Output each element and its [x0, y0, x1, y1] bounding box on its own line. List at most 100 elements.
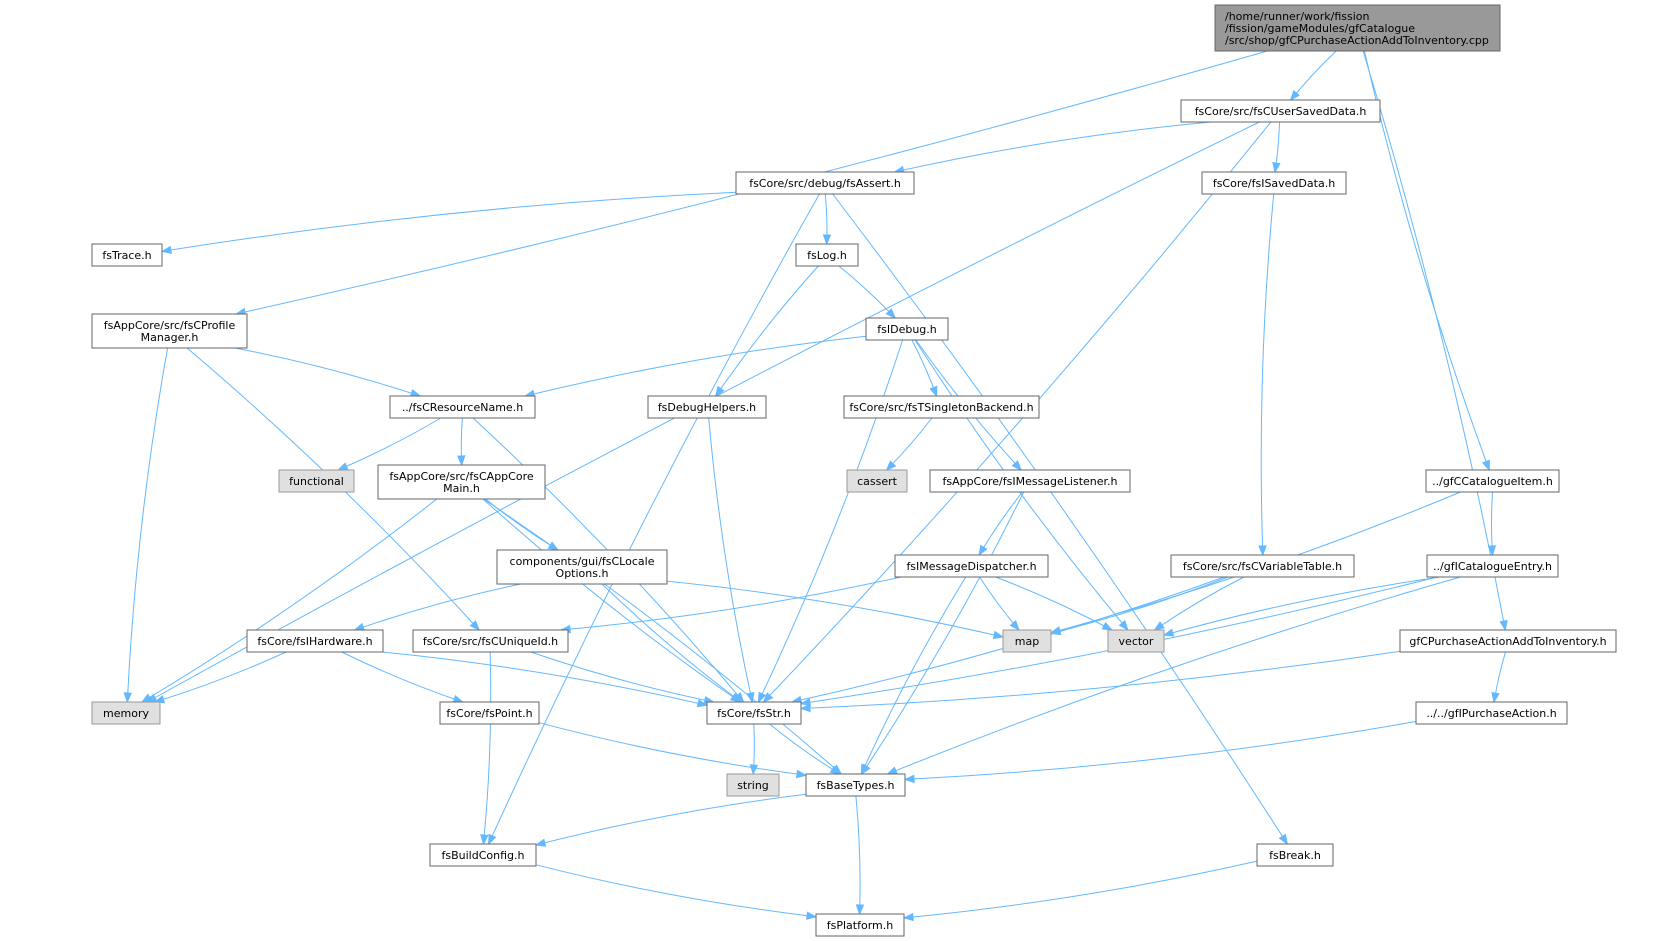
edge-log-to-idebug — [838, 265, 896, 319]
arrowhead-isaveddata-to-variabletable — [1258, 545, 1267, 557]
node-catalogueitem[interactable]: ../gfCCatalogueItem.h — [1425, 469, 1560, 493]
node-basetypes[interactable]: fsBaseTypes.h — [805, 773, 906, 797]
node-trace[interactable]: fsTrace.h — [91, 243, 163, 267]
edge-root-to-purchaseactionh — [1362, 50, 1506, 631]
arrowhead-purchaseactionh-to-ipurchaseaction — [1491, 691, 1500, 704]
node-idebug[interactable]: fsIDebug.h — [865, 317, 949, 341]
arrowhead-idebug-to-imessagelistener — [1011, 460, 1023, 472]
edge-singletonbackend-to-cassert — [886, 417, 933, 471]
node-label-catalogueitem: ../gfCCatalogueItem.h — [1432, 475, 1553, 488]
arrowhead-localeoptions-to-str — [730, 692, 743, 703]
edge-icatalogueentry-to-basetypes — [887, 576, 1461, 775]
node-log[interactable]: fsLog.h — [795, 243, 859, 267]
node-box-break — [1256, 843, 1334, 867]
arrowhead-profilemanager-to-uniqueid — [469, 620, 481, 632]
node-label-localeoptions: Options.h — [556, 567, 609, 580]
node-str[interactable]: fsCore/fsStr.h — [706, 701, 802, 725]
edge-imessagedispatcher-to-uniqueid — [560, 576, 902, 631]
node-label-assert: fsCore/src/debug/fsAssert.h — [749, 177, 901, 190]
edge-uniqueid-to-buildconfig — [482, 651, 492, 845]
node-assert[interactable]: fsCore/src/debug/fsAssert.h — [735, 171, 915, 195]
node-label-basetypes: fsBaseTypes.h — [817, 779, 895, 792]
edge-idebug-to-str — [757, 339, 904, 703]
node-box-uniqueid — [412, 629, 569, 653]
node-box-map — [1002, 629, 1052, 653]
arrowhead-basetypes-to-buildconfig — [534, 838, 547, 847]
node-vector: vector — [1107, 629, 1165, 653]
arrowhead-break-to-platform — [902, 912, 914, 922]
arrowhead-localeoptions-to-ihardware — [353, 622, 366, 631]
node-label-trace: fsTrace.h — [102, 249, 151, 262]
node-box-trace — [91, 243, 163, 267]
arrowhead-singletonbackend-to-cassert — [885, 460, 897, 471]
node-root[interactable]: /home/runner/work/fission/fission/gameMo… — [1214, 4, 1501, 52]
arrowhead-str-to-string — [749, 764, 759, 776]
node-usersaveddata[interactable]: fsCore/src/fsCUserSavedData.h — [1180, 99, 1381, 123]
edge-ipurchaseaction-to-basetypes — [904, 721, 1417, 780]
node-box-variabletable — [1170, 554, 1355, 578]
edge-idebug-to-resourcename — [525, 335, 867, 397]
node-label-functional: functional — [289, 475, 344, 488]
node-debughelpers[interactable]: fsDebugHelpers.h — [647, 395, 767, 419]
arrowhead-imessagelistener-to-imessagedispatcher — [978, 544, 988, 557]
arrowhead-ihardware-to-str — [696, 699, 709, 708]
edge-assert-to-buildconfig — [488, 193, 820, 845]
node-break[interactable]: fsBreak.h — [1256, 843, 1334, 867]
node-imessagedispatcher[interactable]: fsIMessageDispatcher.h — [894, 554, 1049, 578]
node-label-purchaseactionh: gfCPurchaseActionAddToInventory.h — [1409, 635, 1606, 648]
node-label-root: /src/shop/gfCPurchaseActionAddToInventor… — [1225, 34, 1489, 47]
edge-assert-to-break — [832, 193, 1288, 845]
node-label-appcoremain: fsAppCore/src/fsCAppCore — [389, 470, 533, 483]
node-icatalogueentry[interactable]: ../gfICatalogueEntry.h — [1426, 554, 1559, 578]
node-isaveddata[interactable]: fsCore/fsISavedData.h — [1201, 171, 1347, 195]
arrowhead-purchaseactionh-to-str — [799, 703, 811, 713]
node-label-vector: vector — [1119, 635, 1154, 648]
node-ipurchaseaction[interactable]: ../../gfIPurchaseAction.h — [1415, 701, 1568, 725]
node-label-imessagelistener: fsAppCore/fsIMessageListener.h — [942, 475, 1117, 488]
arrowhead-str-to-basetypes — [829, 765, 842, 775]
node-box-localeoptions — [496, 549, 668, 585]
arrowhead-localeoptions-to-map — [992, 630, 1005, 640]
node-variabletable[interactable]: fsCore/src/fsCVariableTable.h — [1170, 554, 1355, 578]
edge-imessagelistener-to-imessagedispatcher — [978, 491, 1023, 556]
edge-icatalogueentry-to-vector — [1163, 576, 1441, 636]
node-point[interactable]: fsCore/fsPoint.h — [439, 701, 540, 725]
node-purchaseactionh[interactable]: gfCPurchaseActionAddToInventory.h — [1399, 629, 1617, 653]
node-box-root — [1214, 4, 1501, 52]
edge-variabletable-to-vector — [1154, 576, 1245, 631]
node-box-assert — [735, 171, 915, 195]
node-imessagelistener[interactable]: fsAppCore/fsIMessageListener.h — [929, 469, 1131, 493]
node-ihardware[interactable]: fsCore/fsIHardware.h — [246, 629, 384, 653]
node-box-singletonbackend — [843, 395, 1040, 419]
node-buildconfig[interactable]: fsBuildConfig.h — [429, 843, 537, 867]
arrowhead-icatalogueentry-to-basetypes — [886, 766, 898, 775]
arrowhead-point-to-basetypes — [796, 769, 808, 779]
node-resourcename[interactable]: ../fsCResourceName.h — [389, 395, 536, 419]
arrowhead-buildconfig-to-platform — [806, 911, 818, 920]
arrowhead-catalogueitem-to-icatalogueentry — [1487, 545, 1497, 557]
nodes-layer: /home/runner/work/fission/fission/gameMo… — [91, 4, 1617, 937]
node-uniqueid[interactable]: fsCore/src/fsCUniqueId.h — [412, 629, 569, 653]
node-label-profilemanager: Manager.h — [141, 331, 199, 344]
node-label-str: fsCore/fsStr.h — [717, 707, 791, 720]
node-singletonbackend[interactable]: fsCore/src/fsTSingletonBackend.h — [843, 395, 1040, 419]
edge-localeoptions-to-map — [666, 580, 1004, 638]
node-box-functional — [278, 469, 355, 493]
node-platform[interactable]: fsPlatform.h — [815, 913, 905, 937]
arrowhead-icatalogueentry-to-str — [799, 698, 812, 707]
node-box-ipurchaseaction — [1415, 701, 1568, 725]
node-box-platform — [815, 913, 905, 937]
node-label-uniqueid: fsCore/src/fsCUniqueId.h — [423, 635, 558, 648]
arrowhead-resourcename-to-functional — [336, 462, 349, 471]
arrowhead-imessagedispatcher-to-vector — [1101, 621, 1114, 631]
arrowhead-variabletable-to-vector — [1153, 621, 1165, 631]
node-box-memory — [91, 701, 161, 725]
node-label-ipurchaseaction: ../../gfIPurchaseAction.h — [1426, 707, 1556, 720]
node-box-basetypes — [805, 773, 906, 797]
node-functional: functional — [278, 469, 355, 493]
edges-layer — [123, 50, 1508, 922]
